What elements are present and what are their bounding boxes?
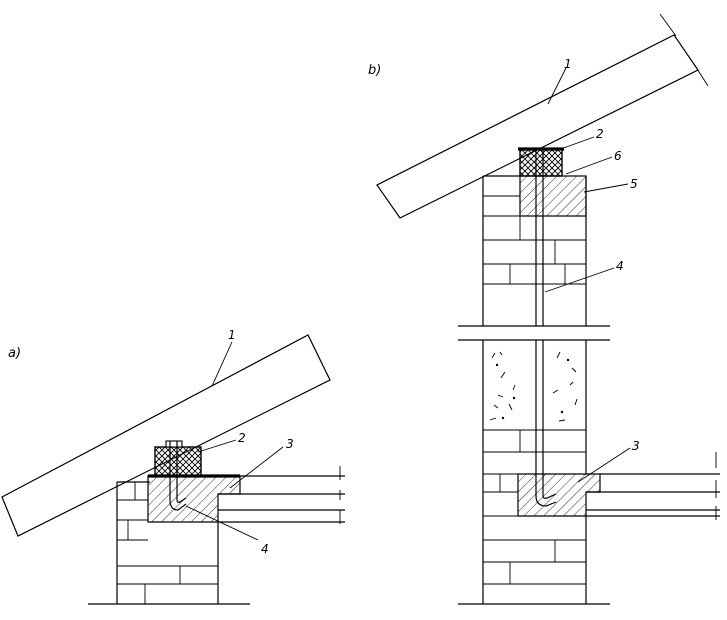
wood-plate-b	[519, 148, 563, 177]
label-a-3: 3	[286, 437, 294, 451]
brick-wall-a	[88, 481, 250, 605]
label-b-2: 2	[596, 127, 604, 141]
rafter-a	[1, 334, 331, 537]
detail-a: a)	[1, 328, 345, 605]
label-b-5: 5	[630, 177, 638, 191]
brick-wall-b	[458, 175, 610, 605]
label-b-6: 6	[614, 149, 622, 163]
wood-plate-a	[154, 446, 202, 477]
top-beam-b	[519, 175, 587, 217]
label-a-1: 1	[228, 328, 236, 342]
panel-b-title: b)	[368, 63, 381, 78]
ring-beam-a	[147, 475, 241, 523]
floor-slab-b	[586, 452, 720, 520]
floor-slab-a	[218, 466, 345, 524]
anchor-bolt-a	[165, 440, 187, 511]
label-a-2: 2	[238, 431, 246, 445]
label-b-4: 4	[616, 259, 624, 273]
anchor-bolt-b	[535, 149, 557, 507]
label-b-3: 3	[632, 439, 640, 453]
label-b-1: 1	[564, 57, 572, 71]
detail-b: b)	[368, 13, 720, 605]
panel-a-title: a)	[8, 346, 21, 361]
label-a-4: 4	[261, 542, 269, 556]
insulation-infill-b	[489, 351, 578, 422]
